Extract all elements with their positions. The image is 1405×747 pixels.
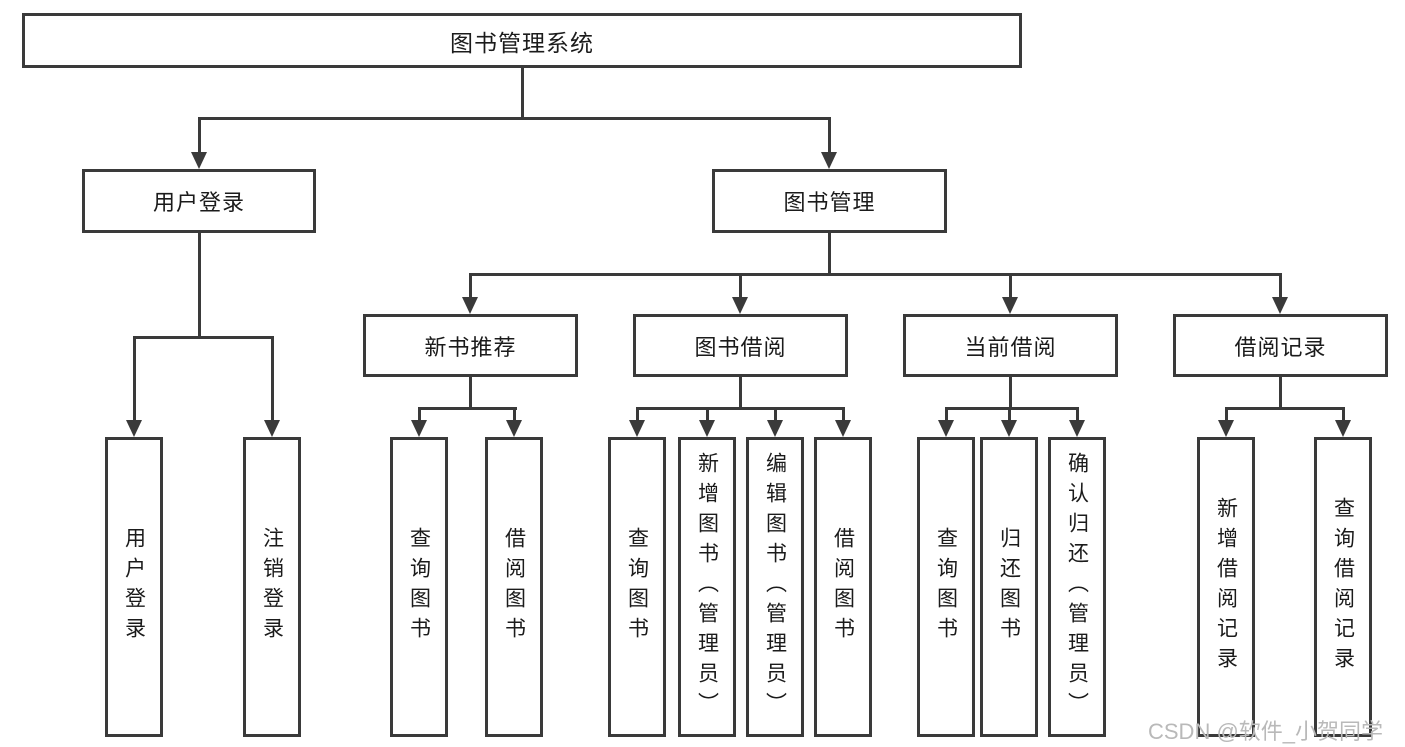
edge-to-query-record-stub [1341,407,1345,423]
leaf-rec-borrow-books: 借阅图书 [485,437,543,737]
edge-new-book-rec-trunk [469,377,472,407]
arrowhead-to-confirm-return [1069,420,1085,437]
arrowhead-to-rec-borrow [506,420,522,437]
node-book-borrow-label: 图书借阅 [694,334,787,360]
edge-to-rec-query-stub [417,407,421,423]
leaf-logout-label: 注销登录 [260,527,284,647]
node-book-management-label: 图书管理 [783,190,876,215]
node-book-borrow: 图书借阅 [633,314,848,377]
arrowhead-to-add-record [1218,420,1234,437]
edge-current-borrow-crossbar [944,407,1079,410]
edge-to-return-books-stub [1007,407,1011,423]
leaf-user-login: 用户登录 [105,437,163,737]
edge-user-login-trunk [197,233,201,339]
edge-to-rec-borrow-stub [512,407,516,423]
arrowhead-to-borrow-query [629,420,645,437]
arrowhead-to-user-login [191,152,207,169]
edge-to-book-borrow-stub [738,273,742,301]
arrowhead-to-book-management [821,152,837,169]
node-book-management: 图书管理 [712,169,947,233]
edge-book-management-crossbar [468,273,1282,276]
edge-current-borrow-trunk [1009,377,1012,407]
edge-root-crossbar [197,117,831,120]
leaf-add-borrow-record: 新增借阅记录 [1197,437,1255,737]
leaf-edit-books-admin-label: 编辑图书（管理员） [763,452,787,722]
edge-to-book-management-stub [827,117,831,155]
edge-to-new-book-rec-stub [468,273,472,301]
arrowhead-to-current-query [938,420,954,437]
edge-borrow-records-crossbar [1224,407,1345,410]
node-root-label: 图书管理系统 [450,29,594,56]
leaf-edit-books-admin: 编辑图书（管理员） [746,437,804,737]
edge-to-borrow-records-stub [1278,273,1282,301]
arrowhead-to-new-book-rec [462,297,478,314]
leaf-current-query-books-label: 查询图书 [934,527,958,647]
edge-book-borrow-crossbar [635,407,845,410]
edge-to-user-login-stub [197,117,201,155]
leaf-return-books-label: 归还图书 [997,527,1021,647]
edge-user-login-crossbar [132,336,274,339]
edge-to-add-books-stub [705,407,709,423]
leaf-logout: 注销登录 [243,437,301,737]
edge-book-management-trunk [828,233,831,273]
leaf-rec-query-books-label: 查询图书 [407,527,431,647]
leaf-return-books: 归还图书 [980,437,1038,737]
arrowhead-to-query-record [1335,420,1351,437]
edge-to-leaf-user-login-stub [132,336,136,422]
node-new-book-recommend-label: 新书推荐 [424,334,517,360]
node-root: 图书管理系统 [22,13,1022,68]
edge-to-confirm-return-stub [1075,407,1079,423]
arrowhead-to-leaf-logout [264,420,280,437]
node-borrow-records: 借阅记录 [1173,314,1388,377]
edge-to-borrow-books-stub [841,407,845,423]
edge-to-borrow-query-stub [635,407,639,423]
leaf-borrow-query-books: 查询图书 [608,437,666,737]
leaf-query-borrow-record: 查询借阅记录 [1314,437,1372,737]
edge-to-edit-books-stub [773,407,777,423]
leaf-borrow-books-label: 借阅图书 [831,527,855,647]
leaf-add-borrow-record-label: 新增借阅记录 [1214,497,1238,677]
node-current-borrow-label: 当前借阅 [964,334,1057,360]
leaf-rec-query-books: 查询图书 [390,437,448,737]
arrowhead-to-borrow-books [835,420,851,437]
leaf-user-login-label: 用户登录 [122,527,146,647]
arrowhead-to-add-books [699,420,715,437]
arrowhead-to-edit-books [767,420,783,437]
leaf-add-books-admin-label: 新增图书（管理员） [695,452,719,722]
arrowhead-to-borrow-records [1272,297,1288,314]
arrowhead-to-leaf-user-login [126,420,142,437]
edge-book-borrow-trunk [739,377,742,407]
node-user-login: 用户登录 [82,169,316,233]
leaf-borrow-query-books-label: 查询图书 [625,527,649,647]
node-current-borrow: 当前借阅 [903,314,1118,377]
leaf-rec-borrow-books-label: 借阅图书 [502,527,526,647]
edge-to-current-borrow-stub [1008,273,1012,301]
edge-root-trunk [520,68,524,117]
edge-new-book-rec-crossbar [417,407,517,410]
node-borrow-records-label: 借阅记录 [1234,334,1327,360]
edge-to-leaf-logout-stub [270,336,274,422]
leaf-add-books-admin: 新增图书（管理员） [678,437,736,737]
arrowhead-to-current-borrow [1002,297,1018,314]
leaf-confirm-return-admin: 确认归还（管理员） [1048,437,1106,737]
leaf-query-borrow-record-label: 查询借阅记录 [1331,497,1355,677]
node-user-login-label: 用户登录 [152,190,245,215]
arrowhead-to-return-books [1001,420,1017,437]
arrowhead-to-book-borrow [732,297,748,314]
csdn-watermark: CSDN @软件_小贺同学 [1148,719,1384,744]
leaf-borrow-books: 借阅图书 [814,437,872,737]
edge-to-current-query-stub [944,407,948,423]
leaf-confirm-return-admin-label: 确认归还（管理员） [1065,452,1089,722]
edge-borrow-records-trunk [1279,377,1282,407]
arrowhead-to-rec-query [411,420,427,437]
leaf-current-query-books: 查询图书 [917,437,975,737]
node-new-book-recommend: 新书推荐 [363,314,578,377]
edge-to-add-record-stub [1224,407,1228,423]
